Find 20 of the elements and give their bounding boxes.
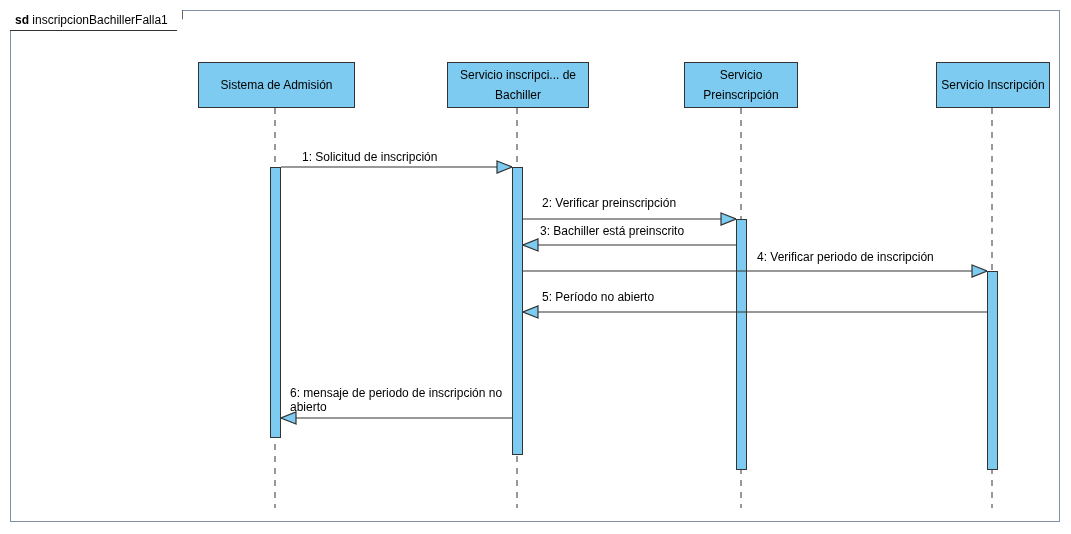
message-label: 4: Verificar periodo de inscripción: [755, 250, 936, 264]
message-label: 5: Período no abierto: [540, 290, 657, 304]
frame-title: sd inscripcionBachillerFalla1: [10, 10, 183, 31]
lifeline-head: Servicio inscripci... de Bachiller: [447, 62, 589, 108]
message-arrow: [522, 212, 737, 226]
activation-bar: [987, 271, 998, 470]
message-arrow: [522, 238, 737, 252]
message-arrow: [522, 264, 988, 278]
lifeline-head: Servicio Preinscripción: [684, 62, 798, 108]
activation-bar: [736, 219, 747, 470]
message-label: 3: Bachiller está preinscrito: [538, 224, 687, 238]
lifeline-head: Servicio Inscripción: [936, 62, 1050, 108]
activation-bar: [512, 167, 523, 455]
activation-bar: [270, 167, 281, 438]
message-arrow: [522, 305, 988, 319]
message-arrow: [280, 411, 513, 425]
lifeline-head: Sistema de Admisión: [198, 62, 355, 108]
message-arrow: [280, 160, 513, 174]
message-label: 2: Verificar preinscripción: [540, 196, 679, 210]
message-label: 1: Solicitud de inscripción: [300, 150, 440, 164]
